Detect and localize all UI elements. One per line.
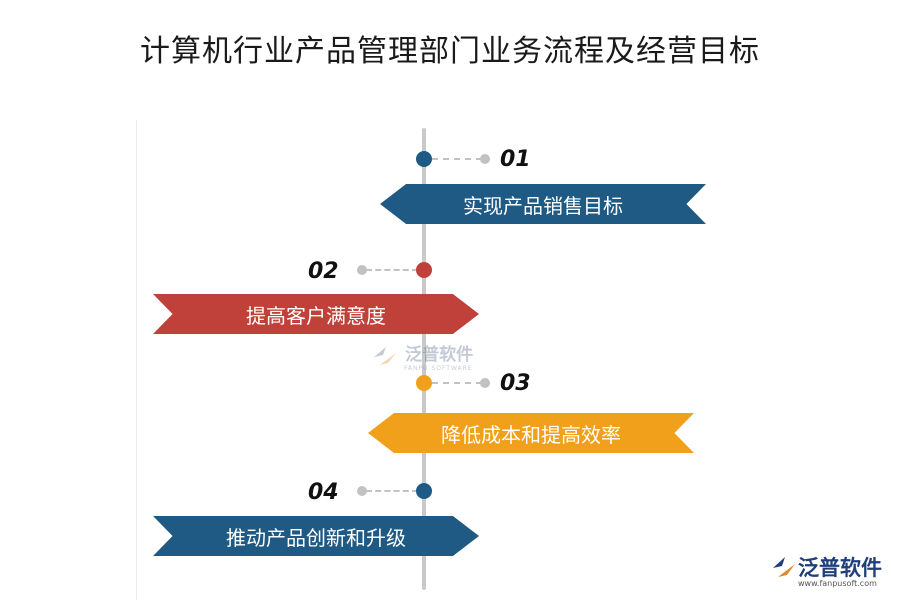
watermark-logo-icon: [374, 346, 396, 365]
step-4-number: 04: [308, 480, 339, 505]
watermark: 泛普软件 FANPU SOFTWARE: [370, 340, 473, 372]
step-2-ribbon: 提高客户满意度: [153, 294, 479, 334]
step-2-node: [416, 262, 432, 278]
brand-logo-url: www.fanpusoft.com: [798, 579, 877, 588]
watermark-subtext: FANPU SOFTWARE: [404, 364, 473, 372]
step-3-end-dot: [480, 378, 490, 388]
step-4-ribbon: 推动产品创新和升级: [153, 516, 479, 556]
left-edge-line: [136, 120, 137, 600]
step-4-end-dot: [357, 486, 367, 496]
step-2-number: 02: [308, 259, 339, 284]
step-3-node: [416, 375, 432, 391]
step-3-ribbon: 降低成本和提高效率: [368, 413, 694, 453]
timeline-axis: [422, 128, 426, 590]
step-2-connector: [366, 269, 418, 271]
step-1-ribbon: 实现产品销售目标: [380, 184, 706, 224]
step-3-connector: [432, 382, 482, 384]
step-4-connector: [366, 490, 418, 492]
step-1-number: 01: [500, 147, 531, 172]
brand-logo: 泛普软件 www.fanpusoft.com: [770, 552, 882, 588]
step-2-end-dot: [357, 265, 367, 275]
step-4-node: [416, 483, 432, 499]
step-1-connector: [432, 158, 482, 160]
step-1-node: [416, 151, 432, 167]
brand-logo-icon: [773, 557, 795, 577]
step-1-end-dot: [480, 154, 490, 164]
step-3-number: 03: [500, 371, 531, 396]
page-title: 计算机行业产品管理部门业务流程及经营目标: [140, 34, 760, 69]
brand-logo-text: 泛普软件: [798, 556, 882, 580]
watermark-text: 泛普软件: [405, 345, 474, 365]
